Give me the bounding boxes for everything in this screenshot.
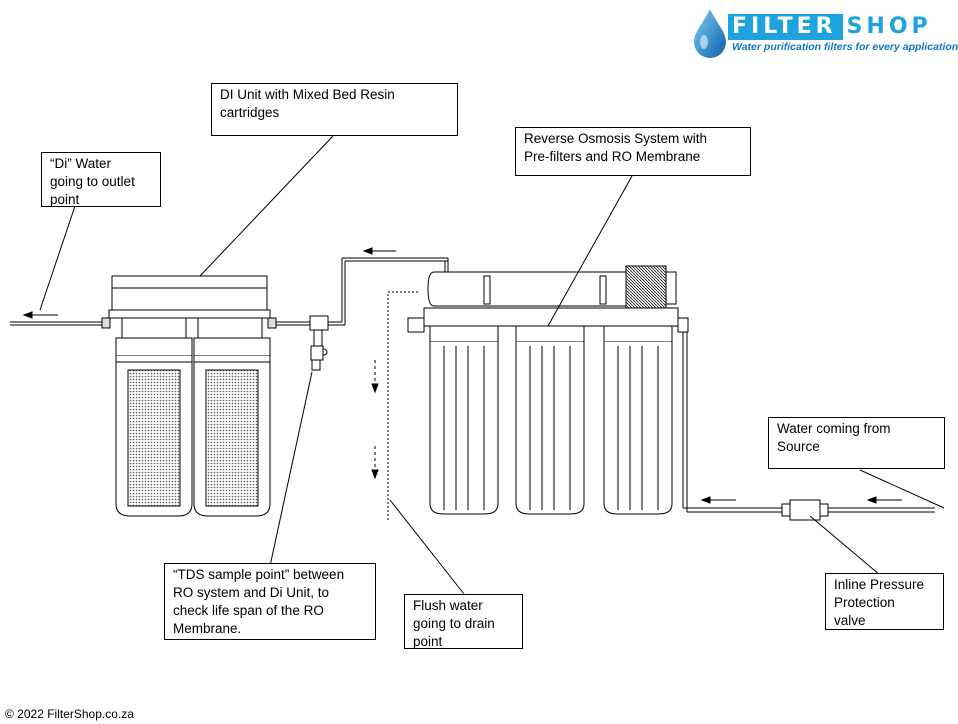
- inlet-arrow-head-1-icon: [700, 496, 711, 504]
- tds-tee: [276, 315, 345, 371]
- prefilter-2: [515, 325, 585, 515]
- di-unit: [108, 275, 277, 517]
- outlet-pipe: [10, 317, 111, 329]
- logo-word-filter: FILTER: [728, 14, 843, 40]
- logo-word-shop: SHOP: [846, 14, 932, 39]
- leader-ro-system: [547, 175, 633, 327]
- leader-flush-water: [389, 499, 465, 595]
- ro-to-di-pipe: [341, 257, 449, 325]
- callout-ro-system: Reverse Osmosis System with Pre-filters …: [515, 127, 751, 176]
- prefilter-3: [603, 325, 673, 515]
- leader-di-unit: [199, 135, 334, 277]
- prefilter-1: [429, 325, 499, 515]
- callout-water-source: Water coming from Source: [768, 417, 945, 469]
- outlet-arrow-head-icon: [22, 311, 33, 319]
- copyright-text: © 2022 FilterShop.co.za: [5, 707, 134, 721]
- water-drop-icon: [694, 9, 726, 58]
- leader-di-water: [39, 205, 76, 311]
- leader-pressure-valve: [809, 515, 881, 576]
- leader-tds-sample: [269, 371, 313, 567]
- drain-arrow-head-1-icon: [371, 383, 379, 394]
- inlet-pipe: [682, 332, 935, 513]
- inlet-arrow-head-2-icon: [866, 496, 877, 504]
- di-cartridge-right: [193, 317, 271, 517]
- callout-di-water: “Di” Water going to outlet point: [41, 152, 161, 207]
- ro-system: [407, 265, 689, 515]
- callout-flush-water: Flush water going to drain point: [404, 594, 523, 649]
- logo-tagline: Water purification filters for every app…: [732, 41, 958, 53]
- callout-di-unit: DI Unit with Mixed Bed Resin cartridges: [211, 83, 458, 136]
- drain-arrow-head-2-icon: [371, 469, 379, 480]
- di-cartridge-left: [115, 317, 193, 517]
- pressure-protection-valve: [781, 499, 829, 521]
- callout-pressure-valve: Inline Pressure Protection valve: [825, 573, 944, 630]
- leader-water-source: [859, 469, 945, 509]
- callout-tds-sample: “TDS sample point” between RO system and…: [164, 563, 376, 640]
- drain-pipe: [387, 291, 418, 522]
- top-arrow-head-icon: [362, 247, 373, 255]
- ro-membrane-housing: [427, 265, 677, 311]
